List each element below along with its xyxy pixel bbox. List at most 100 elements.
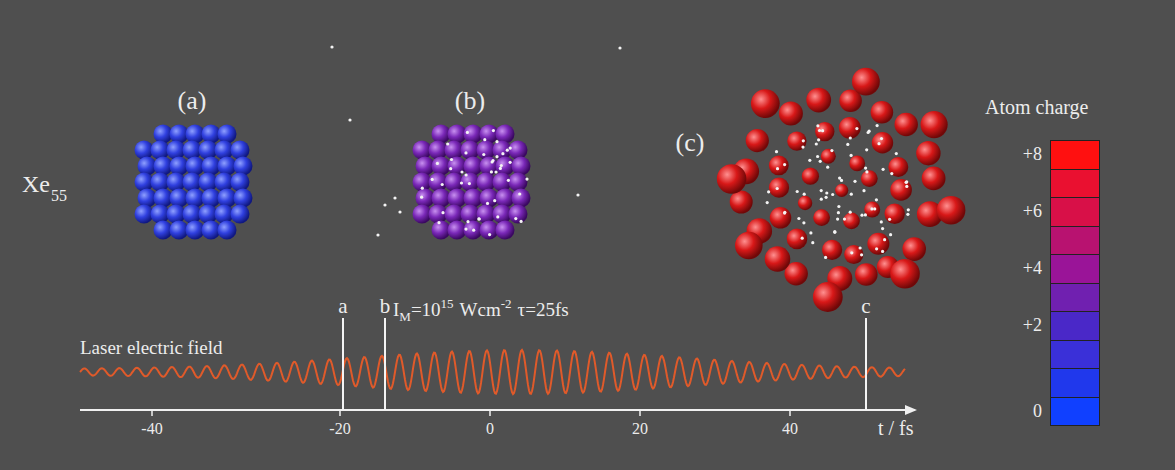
formula-part: τ=25fs [518, 299, 569, 320]
atom [859, 246, 862, 249]
atom [809, 231, 812, 234]
atom [486, 202, 489, 205]
atom [862, 189, 865, 192]
marker-letter: c [861, 296, 870, 317]
atom [509, 205, 528, 224]
atom [889, 233, 892, 236]
atom [844, 245, 863, 264]
formula-part: Wcm [460, 299, 501, 320]
panel-label: (b) [455, 88, 485, 114]
atom [824, 256, 827, 259]
legend-gradient-cell [1050, 169, 1100, 199]
tick-label: -40 [141, 421, 162, 437]
time-markers [343, 318, 866, 410]
atom [509, 141, 528, 160]
atom [500, 164, 503, 167]
atom [501, 152, 504, 155]
atom [491, 159, 494, 162]
atom [833, 230, 836, 233]
atom [490, 170, 493, 173]
atom [877, 142, 880, 145]
atom [518, 192, 521, 195]
axis-ticks [152, 410, 790, 416]
atom [466, 131, 469, 134]
field-label: Laser electric field [80, 338, 222, 357]
atom [816, 124, 819, 127]
legend-label: +2 [1023, 316, 1042, 334]
atom [888, 218, 891, 221]
atom [815, 122, 834, 141]
atom [488, 233, 491, 236]
atom [916, 141, 940, 165]
atom [905, 185, 908, 188]
atom [855, 127, 858, 130]
atom [843, 218, 846, 221]
atom [506, 149, 509, 152]
atom [482, 153, 485, 156]
atom [441, 211, 444, 214]
atom [875, 247, 878, 250]
legend-gradient-cell [1050, 283, 1100, 313]
pulse-parameters: IM=1015Wcm-2τ=25fs [393, 296, 569, 325]
formula-part: 15 [441, 296, 454, 311]
atom [464, 151, 467, 154]
atom [833, 231, 836, 234]
atom [509, 147, 512, 150]
atom [860, 253, 863, 256]
legend-swatch [1050, 311, 1100, 341]
legend-label: 0 [1033, 402, 1042, 420]
atom [820, 189, 823, 192]
atom [836, 218, 839, 221]
atom [849, 156, 865, 172]
atom [864, 202, 880, 218]
atom [478, 217, 481, 220]
atom [376, 233, 379, 236]
atom [890, 172, 893, 175]
atom [873, 207, 876, 210]
atom [796, 190, 799, 193]
atom [765, 246, 791, 272]
atom [819, 160, 822, 163]
atom [802, 168, 819, 185]
atom [783, 212, 786, 215]
formula-part: -2 [501, 296, 512, 311]
atom [383, 203, 386, 206]
atom [922, 167, 946, 191]
atom [499, 167, 502, 170]
legend-swatch [1050, 140, 1100, 170]
atom [850, 154, 853, 157]
legend-label: +8 [1023, 145, 1042, 163]
legend-swatch [1050, 254, 1100, 284]
atom [496, 125, 515, 144]
atom [797, 217, 800, 220]
atom [512, 189, 531, 208]
atom [464, 228, 467, 231]
atom [825, 191, 828, 194]
atom [218, 125, 237, 144]
marker-letter: b [380, 296, 391, 317]
marker-letter: a [338, 296, 347, 317]
atom [465, 173, 468, 176]
atom [906, 213, 909, 216]
atom [890, 179, 912, 201]
formula-part: I [393, 299, 399, 320]
atom [872, 132, 893, 153]
atom [881, 227, 884, 230]
atom [907, 208, 910, 211]
atom [852, 68, 880, 96]
atom [509, 173, 528, 192]
atom [905, 181, 908, 184]
atom [776, 187, 779, 190]
atom [905, 180, 908, 183]
atom [460, 170, 463, 173]
panel-label: (c) [676, 130, 705, 156]
atom [808, 159, 811, 162]
atom [751, 89, 780, 118]
atom [231, 205, 250, 224]
atom [868, 130, 871, 133]
atom [830, 149, 833, 152]
atom [472, 229, 475, 232]
tick-label: 0 [486, 421, 494, 437]
atom [821, 149, 836, 164]
atom [493, 141, 512, 160]
